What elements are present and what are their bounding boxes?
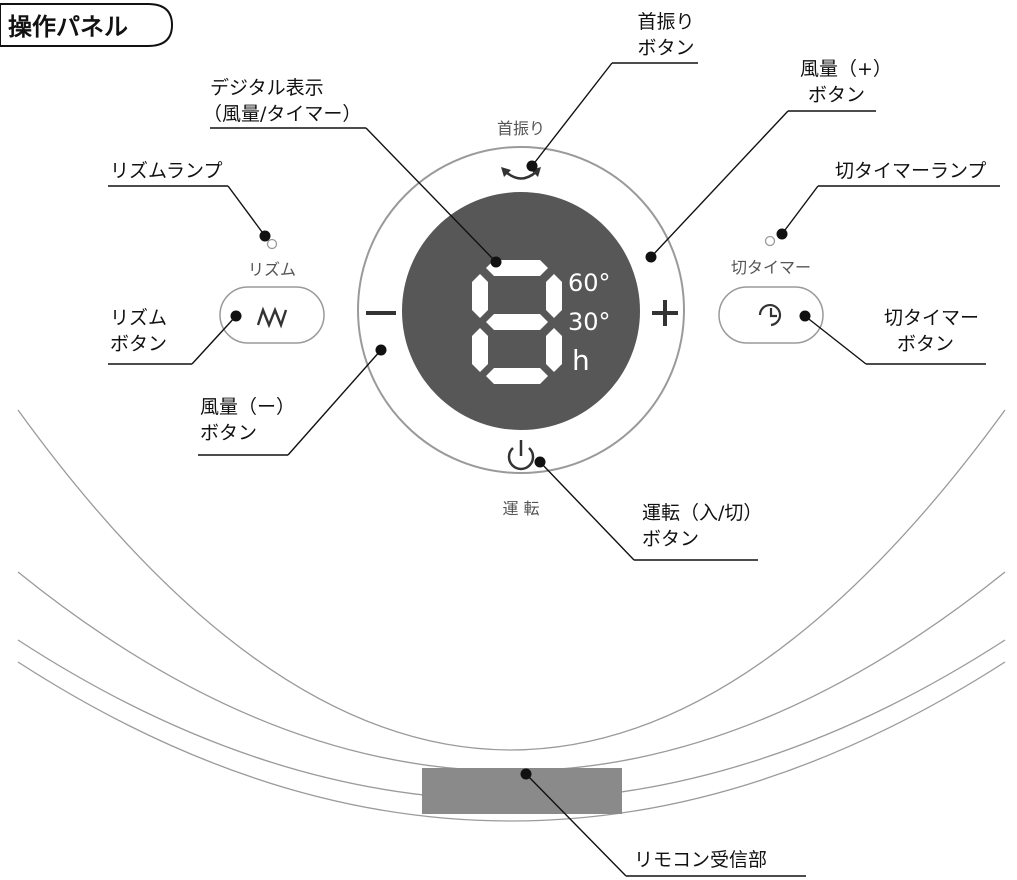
- timer-off-button[interactable]: [718, 286, 824, 344]
- power-icon: [507, 440, 535, 471]
- power-button[interactable]: [507, 440, 535, 471]
- callout-timer-off-lamp: 切タイマーランプ: [776, 160, 1000, 240]
- callout-timer-off-button: 切タイマー ボタン: [799, 307, 986, 365]
- rhythm-wave-icon: [256, 306, 288, 329]
- svg-text:ボタン: ボタン: [637, 37, 694, 59]
- callout-fan-minus-button: 風量（ー） ボタン: [198, 344, 387, 456]
- svg-text:リモコン受信部: リモコン受信部: [634, 849, 767, 871]
- indicator-60: 60°: [568, 269, 611, 297]
- svg-text:運転（入/切）: 運転（入/切）: [642, 502, 762, 524]
- svg-text:リズムランプ: リズムランプ: [110, 160, 222, 182]
- digital-display: 60° 30° h: [402, 192, 640, 430]
- rhythm-label: リズム: [248, 260, 296, 279]
- svg-text:ボタン: ボタン: [110, 333, 167, 355]
- callout-power-button: 運転（入/切） ボタン: [534, 456, 762, 561]
- display-screen: [402, 192, 640, 430]
- callout-fan-plus-button: 風量（+） ボタン: [645, 58, 892, 263]
- fan-minus-button[interactable]: [366, 311, 396, 315]
- svg-text:ボタン: ボタン: [200, 422, 257, 444]
- svg-text:（風量/タイマー）: （風量/タイマー）: [203, 103, 361, 125]
- fan-body-outline: [17, 409, 1006, 822]
- timer-off-lamp: [764, 235, 776, 247]
- fan-plus-button[interactable]: [652, 300, 678, 326]
- power-label: 運 転: [502, 499, 539, 518]
- callout-oscillation-button: 首振り ボタン: [526, 11, 698, 172]
- title-tag: 操作パネル: [0, 3, 174, 47]
- svg-text:風量（+）: 風量（+）: [800, 58, 892, 80]
- svg-text:切タイマーランプ: 切タイマーランプ: [835, 160, 986, 182]
- timer-off-label: 切タイマー: [731, 258, 811, 277]
- svg-text:ボタン: ボタン: [897, 333, 954, 355]
- oscillation-label: 首振り: [497, 119, 545, 138]
- svg-text:リズム: リズム: [110, 307, 167, 329]
- callout-rhythm-lamp: リズムランプ: [108, 160, 271, 242]
- svg-text:デジタル表示: デジタル表示: [210, 77, 324, 99]
- callout-remote-receiver: リモコン受信部: [520, 768, 806, 877]
- callout-digital-display: デジタル表示 （風量/タイマー）: [203, 77, 502, 268]
- rhythm-lamp: [266, 238, 278, 250]
- clock-icon: [758, 303, 782, 327]
- indicator-h: h: [572, 344, 590, 377]
- rhythm-button[interactable]: [219, 286, 325, 344]
- callout-rhythm-button: リズム ボタン: [108, 307, 242, 365]
- seven-segment-digit: [472, 260, 562, 384]
- page-title: 操作パネル: [8, 13, 128, 41]
- svg-text:切タイマー: 切タイマー: [884, 307, 979, 329]
- svg-text:ボタン: ボタン: [808, 84, 865, 106]
- svg-text:風量（ー）: 風量（ー）: [200, 396, 295, 418]
- minus-icon: [366, 311, 396, 315]
- indicator-30: 30°: [568, 308, 611, 336]
- svg-text:首振り: 首振り: [637, 11, 694, 33]
- svg-text:ボタン: ボタン: [642, 528, 699, 550]
- control-ring: [357, 146, 685, 474]
